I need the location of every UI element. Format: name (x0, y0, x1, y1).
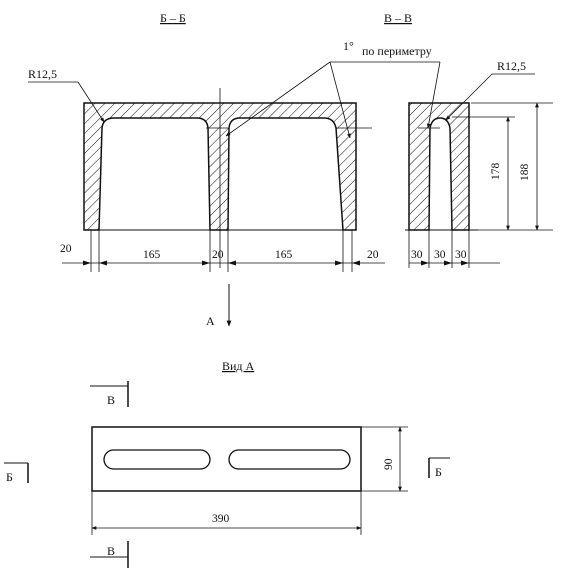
section-bb-title: Б – Б (160, 11, 186, 25)
marker-b-right: Б (428, 457, 450, 479)
perimeter-text: по периметру (362, 44, 432, 58)
marker-v-top-label: В (107, 393, 115, 407)
view-a-slot-2 (228, 449, 351, 470)
dim-h-inner: 178 (490, 163, 502, 181)
marker-v-bottom-label: В (107, 544, 115, 558)
perimeter-leader-2 (329, 61, 351, 139)
section-vv-title: В – В (384, 11, 412, 25)
section-bb-radius-label: R12,5 (28, 67, 57, 81)
marker-b-right-label: Б (435, 465, 442, 479)
section-vv-radius-label: R12,5 (497, 59, 526, 73)
dim-vv-wall-1: 30 (411, 249, 423, 261)
marker-v-bottom: В (90, 541, 129, 568)
perimeter-leader-1 (225, 61, 331, 137)
perimeter-degree: 1° (343, 39, 354, 53)
dim-wall-mid: 20 (212, 249, 224, 261)
dim-width: 90 (383, 458, 395, 470)
dim-vv-slot: 30 (434, 249, 446, 261)
section-bb: Б – Б А R12,5 20 165 20 165 20 (28, 11, 385, 328)
dim-wall-left: 20 (60, 243, 72, 255)
view-a-outline (91, 426, 362, 492)
section-vv-radius-leader (445, 73, 493, 121)
marker-b-left-label: Б (6, 470, 13, 484)
dim-vv-wall-2: 30 (455, 249, 467, 261)
view-a-slot-1 (103, 449, 211, 470)
marker-b-left: Б (4, 462, 29, 484)
view-a-arrow-label: А (206, 314, 215, 328)
view-a-title: Вид А (222, 359, 255, 373)
dim-h-outer: 188 (519, 164, 531, 182)
dim-wall-right: 20 (367, 249, 379, 261)
dim-length: 390 (212, 513, 230, 525)
dim-cell-1: 165 (143, 249, 161, 261)
dim-cell-2: 165 (275, 249, 293, 261)
section-vv: В – В R12,5 178 188 30 30 30 (384, 11, 553, 268)
view-a: Вид А 90 390 В В Б (4, 359, 450, 568)
perimeter-note: 1° по периметру (225, 39, 441, 139)
marker-v-top: В (90, 381, 129, 407)
vv-dim-arrows (421, 260, 469, 266)
section-bb-radius-leader (77, 81, 105, 123)
section-vv-body (408, 102, 470, 231)
